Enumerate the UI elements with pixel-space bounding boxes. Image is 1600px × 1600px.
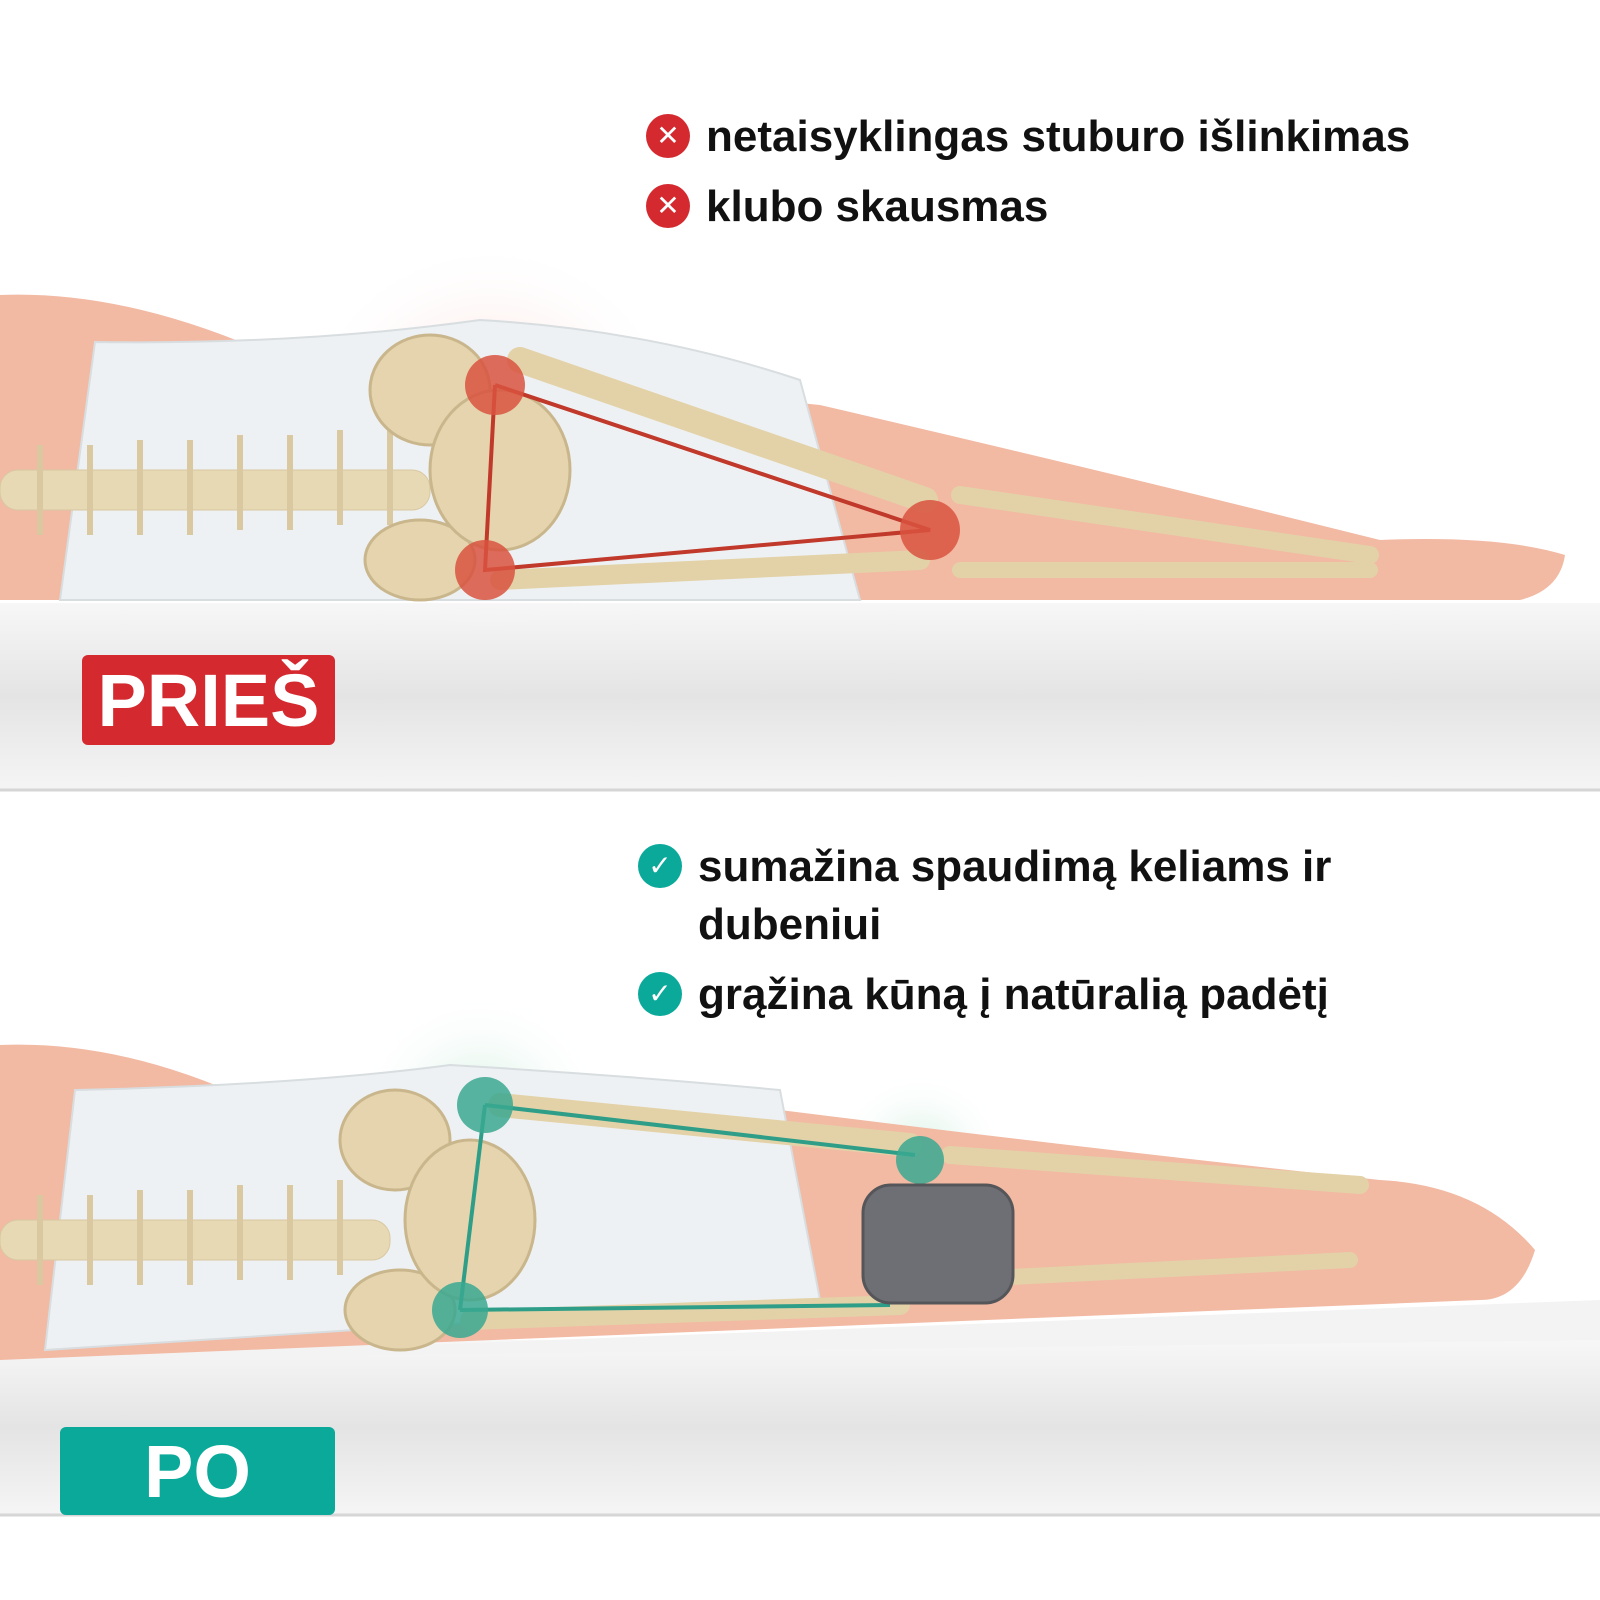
problem-text: klubo skausmas [706, 182, 1049, 231]
benefit-text: sumažina spaudimą keliams ir dubeniui [698, 842, 1332, 949]
check-circle-icon: ✓ [638, 844, 682, 888]
check-circle-icon: ✓ [638, 972, 682, 1016]
spine [0, 1180, 391, 1285]
spine [0, 430, 431, 535]
after-benefits-list: ✓ sumažina spaudimą keliams ir dubeniui … [638, 838, 1358, 1024]
after-badge: PO [60, 1427, 335, 1515]
benefit-item: ✓ sumažina spaudimą keliams ir dubeniui [638, 838, 1358, 954]
hip-joint-top [465, 355, 525, 415]
problem-item: ✕ klubo skausmas [646, 178, 1410, 236]
pelvis [363, 333, 572, 602]
problem-item: ✕ netaisyklingas stuburo išlinkimas [646, 108, 1410, 166]
hip-joint-bottom [455, 540, 515, 600]
knee-joint [900, 500, 960, 560]
red-alignment-lines [482, 383, 931, 573]
before-illustration [0, 240, 1600, 792]
benefit-item: ✓ grąžina kūną į natūralią padėtį [638, 966, 1358, 1024]
knee-pillow [861, 1183, 1015, 1305]
hip-joint-bottom [432, 1282, 488, 1338]
knee-joint [896, 1136, 944, 1184]
leg-bones [490, 347, 1379, 590]
benefit-text: grąžina kūną į natūralią padėtį [698, 970, 1329, 1019]
green-alignment-lines [458, 1103, 916, 1312]
x-circle-icon: ✕ [646, 114, 690, 158]
before-badge: PRIEŠ [82, 655, 335, 745]
after-illustration [0, 990, 1600, 1517]
before-problems-list: ✕ netaisyklingas stuburo išlinkimas ✕ kl… [646, 108, 1410, 236]
x-circle-icon: ✕ [646, 184, 690, 228]
hip-joint-top [457, 1077, 513, 1133]
problem-text: netaisyklingas stuburo išlinkimas [706, 112, 1411, 161]
